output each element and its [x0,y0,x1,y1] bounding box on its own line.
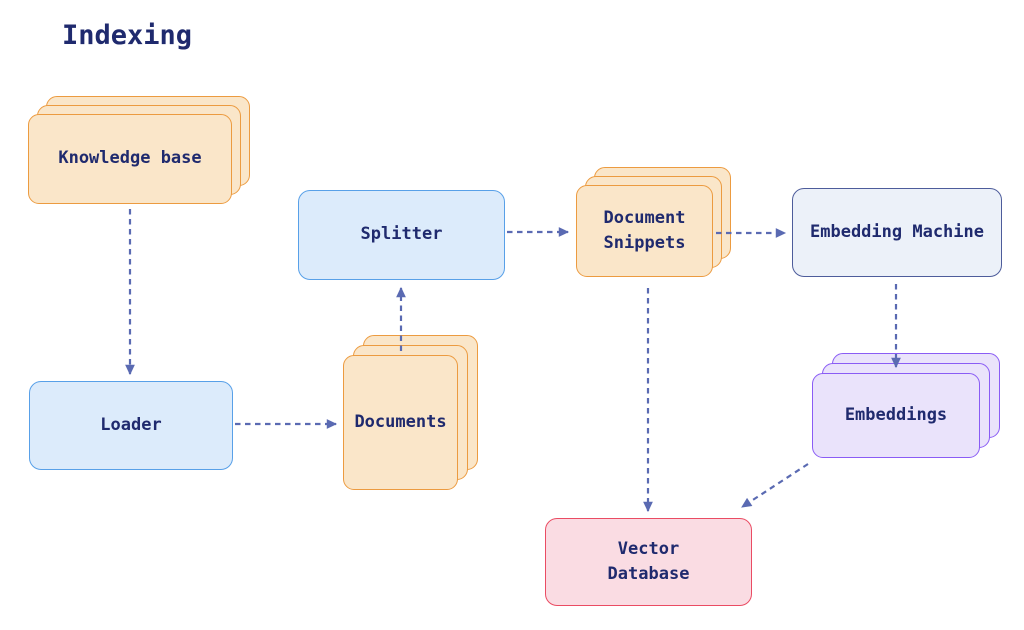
node-label-embedding-machine: Embedding Machine [810,221,984,242]
node-loader: Loader [29,381,233,470]
node-label-document-snippets: Document Snippets [603,207,686,254]
node-documents: Documents [343,335,478,490]
node-label-documents: Documents [354,411,447,432]
node-label-embeddings: Embeddings [844,404,948,425]
node-knowledge-base: Knowledge base [28,96,250,204]
node-vector-database: Vector Database [545,518,752,606]
stack-card-front: Document Snippets [576,185,713,277]
node-splitter: Splitter [298,190,505,280]
stack-card-front: Embeddings [812,373,980,458]
node-label-knowledge-base: Knowledge base [58,148,202,169]
node-embedding-machine: Embedding Machine [792,188,1002,277]
node-embeddings: Embeddings [812,353,1000,458]
stack-card-front: Knowledge base [28,114,232,204]
node-label-vector-database: Vector Database [607,538,690,585]
node-document-snippets: Document Snippets [576,167,731,277]
node-label-splitter: Splitter [360,224,443,245]
stack-card-front: Documents [343,355,458,490]
node-label-loader: Loader [100,414,162,435]
diagram-title: Indexing [62,20,193,51]
edge-embeddings-to-vector-database [741,463,809,508]
